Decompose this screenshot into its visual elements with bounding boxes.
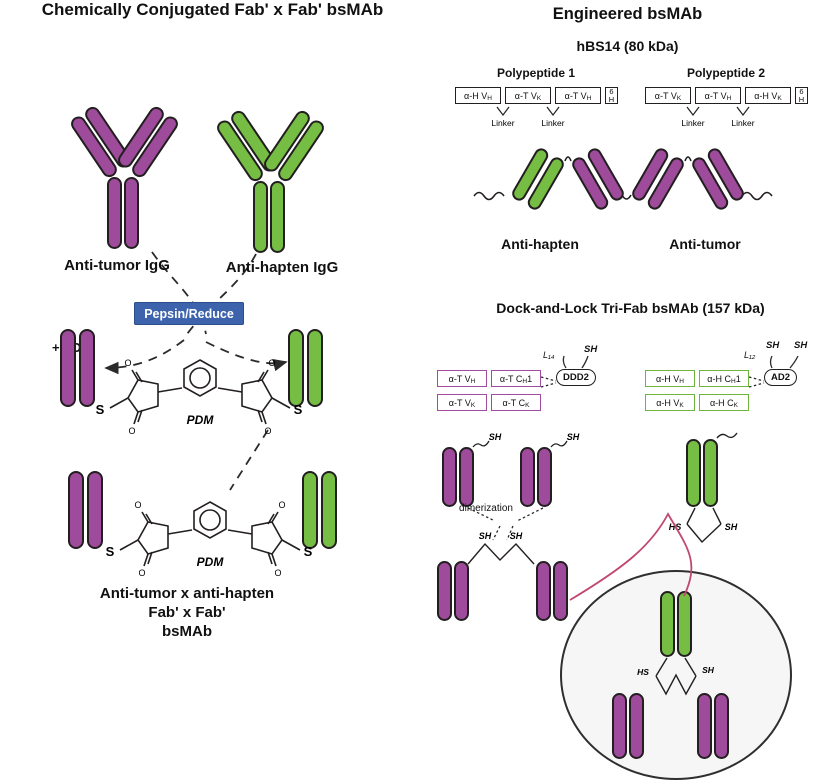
sh-label: SH	[489, 432, 502, 442]
linker-label: Linker	[541, 118, 564, 128]
dimerization-label: dimerization	[459, 503, 513, 514]
anti-tumor-arms	[572, 148, 744, 210]
product-line-3: bsMAb	[162, 623, 212, 640]
product-line-2: Fab' x Fab'	[148, 604, 226, 621]
l12-linker-label: L₁₂	[744, 350, 756, 360]
trifab-assembly: HS SH	[612, 591, 729, 759]
sh-squiggle	[716, 432, 738, 439]
ad2-module-box: AD2	[764, 369, 798, 386]
sh-label: SH	[584, 344, 598, 355]
carbonyl-o-label: O	[274, 568, 281, 578]
carbonyl-o-label: O	[128, 426, 135, 436]
anti-tumor-fab-fragment	[68, 471, 103, 549]
hs-label: HS	[637, 667, 649, 677]
carbonyl-o-label: O	[268, 358, 275, 368]
anti-hapten-fab-monomer: HS SH	[669, 432, 738, 544]
linker-label: Linker	[681, 118, 704, 128]
anti-tumor-igg	[71, 106, 178, 249]
thiol-s-label: S	[294, 402, 303, 417]
sh-label: SH	[567, 432, 580, 442]
carbonyl-o-label: O	[264, 426, 271, 436]
pdm-label: PDM	[187, 413, 215, 427]
sh-label: SH	[725, 522, 738, 532]
pdm-crosslinker-structure: S S O O O O PDM	[96, 358, 303, 436]
linker-label: Linker	[491, 118, 514, 128]
thiol-s-label: S	[304, 544, 313, 559]
anti-hapten-igg	[217, 110, 324, 253]
sh-squiggle	[562, 355, 567, 369]
pdm-crosslinker-structure: S S O O O O PDM	[106, 500, 313, 578]
anti-hapten-fab-fragment	[302, 471, 337, 549]
l14-linker-label: L₁₄	[543, 350, 555, 360]
hbs14-title: hBS14 (80 kDa)	[576, 38, 679, 54]
carbonyl-o-label: O	[138, 568, 145, 578]
carbonyl-o-label: O	[278, 500, 285, 510]
anti-hapten-igg-label: Anti-hapten IgG	[225, 259, 339, 276]
sh-label: SH	[510, 531, 523, 541]
sh-label: SH	[794, 340, 808, 351]
right-panel-title: Engineered bsMAb	[552, 5, 703, 23]
sh-label: SH	[702, 665, 715, 675]
anti-hapten-label: Anti-hapten	[501, 236, 579, 252]
carbonyl-o-label: O	[124, 358, 131, 368]
hbs14-molecule-diagram	[473, 148, 773, 210]
anti-tumor-label: Anti-tumor	[669, 236, 741, 252]
sh-label: SH	[766, 340, 780, 351]
pepsin-reduce-box: Pepsin/Reduce	[134, 302, 244, 325]
pdm-label: PDM	[197, 555, 225, 569]
ddd2-dimer: SH SH	[437, 531, 568, 621]
anti-hapten-arm	[512, 148, 564, 210]
hs-label: HS	[669, 522, 682, 532]
linker-label: Linker	[731, 118, 754, 128]
anti-tumor-igg-label: Anti-tumor IgG	[64, 257, 170, 274]
dnl-title: Dock-and-Lock Tri-Fab bsMAb (157 kDa)	[496, 300, 765, 316]
polypeptide1-label: Polypeptide 1	[496, 66, 576, 80]
ddd2-module-box: DDD2	[556, 369, 596, 386]
thiol-s-label: S	[96, 402, 105, 417]
dnl-dotted-links	[467, 355, 799, 541]
product-label: Anti-tumor x anti-hapten Fab' x Fab' bsM…	[52, 584, 322, 641]
anti-hapten-fab-fragment	[288, 329, 323, 407]
carbonyl-o-label: O	[134, 500, 141, 510]
sh-squiggle	[472, 440, 490, 448]
thiol-s-label: S	[106, 544, 115, 559]
anti-tumor-fab-fragment	[60, 329, 95, 407]
product-line-1: Anti-tumor x anti-hapten	[99, 585, 275, 602]
left-panel-title: Chemically Conjugated Fab' x Fab' bsMAb	[41, 0, 384, 19]
polypeptide2-label: Polypeptide 2	[686, 66, 766, 80]
trifab-assembly-ellipse: HS SH	[560, 570, 792, 780]
sh-label: SH	[479, 531, 492, 541]
polypeptide2-linkers: Linker Linker	[681, 106, 755, 128]
anti-tumor-fab-monomers: SH SH	[442, 432, 580, 507]
polypeptide1-linkers: Linker Linker	[491, 106, 565, 128]
